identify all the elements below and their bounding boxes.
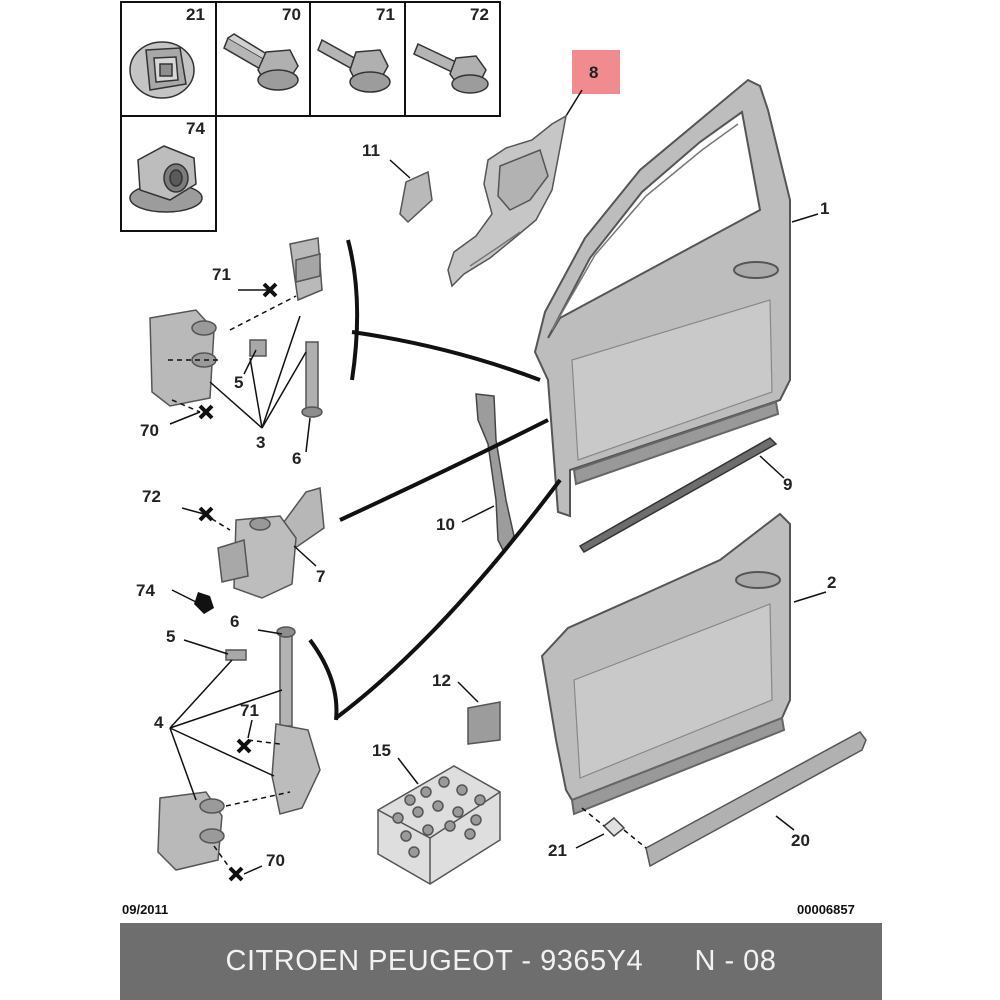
part-reference-text: CITROEN PEUGEOT - 9365Y4 bbox=[225, 945, 644, 977]
door-reinforcement-10 bbox=[475, 393, 515, 554]
callout-70-upper: 70 bbox=[140, 421, 159, 440]
door-moulding-20 bbox=[645, 731, 867, 868]
adhesive-pad-12 bbox=[467, 701, 501, 745]
door-seal-strip-9 bbox=[578, 437, 778, 553]
callout-5-lower: 5 bbox=[166, 627, 175, 646]
callout-3: 3 bbox=[256, 433, 265, 452]
footer-spacer bbox=[643, 945, 694, 978]
door-check-strap bbox=[217, 487, 325, 599]
fastener-table bbox=[120, 1, 501, 232]
fastener-marker-icon bbox=[228, 738, 252, 882]
callout-12: 12 bbox=[432, 671, 451, 690]
door-shell-1 bbox=[533, 78, 791, 518]
callout-21: 21 bbox=[548, 841, 567, 860]
callout-6-lower: 6 bbox=[230, 612, 239, 631]
highlight-box-8 bbox=[572, 50, 620, 94]
seal-patch-11 bbox=[399, 170, 433, 224]
door-window-bracket bbox=[447, 114, 568, 288]
callout-71-lower: 71 bbox=[240, 701, 259, 720]
lower-hinge-assembly bbox=[157, 626, 321, 871]
sheet-reference-text: N - 08 bbox=[694, 945, 777, 977]
hex-nut-marker-icon bbox=[194, 592, 214, 614]
drawing-number: 00006857 bbox=[797, 902, 855, 917]
moulding-clip-21 bbox=[602, 816, 626, 838]
door-outer-skin-2 bbox=[540, 512, 791, 816]
callout-4: 4 bbox=[154, 713, 164, 732]
clip-nut-icon bbox=[129, 41, 195, 99]
callout-74: 74 bbox=[136, 581, 155, 600]
door-check-leader-lines bbox=[171, 507, 317, 603]
fastener-marker-icon bbox=[198, 282, 278, 420]
callout-8: 8 bbox=[589, 63, 598, 82]
callout-5-upper: 5 bbox=[234, 373, 243, 392]
table-ref-74: 74 bbox=[186, 119, 205, 138]
part-number-banner: CITROEN PEUGEOT - 9365Y4 N - 08 bbox=[120, 923, 882, 1000]
callout-70-lower: 70 bbox=[266, 851, 285, 870]
callout-15: 15 bbox=[372, 741, 391, 760]
callout-7: 7 bbox=[316, 567, 325, 586]
fastener-marker-icon bbox=[198, 506, 214, 522]
table-ref-72: 72 bbox=[470, 5, 489, 24]
flange-bolt-icon bbox=[223, 33, 299, 91]
hex-nut-icon bbox=[129, 145, 203, 213]
flange-bolt-icon bbox=[317, 38, 391, 93]
clip-kit-box-15 bbox=[377, 765, 501, 885]
callout-20: 20 bbox=[791, 831, 810, 850]
callout-72: 72 bbox=[142, 487, 161, 506]
table-ref-21: 21 bbox=[186, 5, 205, 24]
callout-1: 1 bbox=[820, 199, 829, 218]
callout-11: 11 bbox=[362, 141, 380, 160]
diagram-date: 09/2011 bbox=[122, 902, 168, 917]
callout-6-upper: 6 bbox=[292, 449, 301, 468]
callout-9: 9 bbox=[783, 475, 792, 494]
table-ref-71: 71 bbox=[376, 5, 395, 24]
callout-2: 2 bbox=[827, 573, 836, 592]
callout-10: 10 bbox=[436, 515, 455, 534]
callout-71-upper: 71 bbox=[212, 265, 231, 284]
flange-screw-icon bbox=[413, 42, 489, 94]
upper-hinge-leader-lines bbox=[168, 289, 311, 453]
detail-connector-lines bbox=[308, 239, 562, 721]
table-ref-70: 70 bbox=[282, 5, 301, 24]
